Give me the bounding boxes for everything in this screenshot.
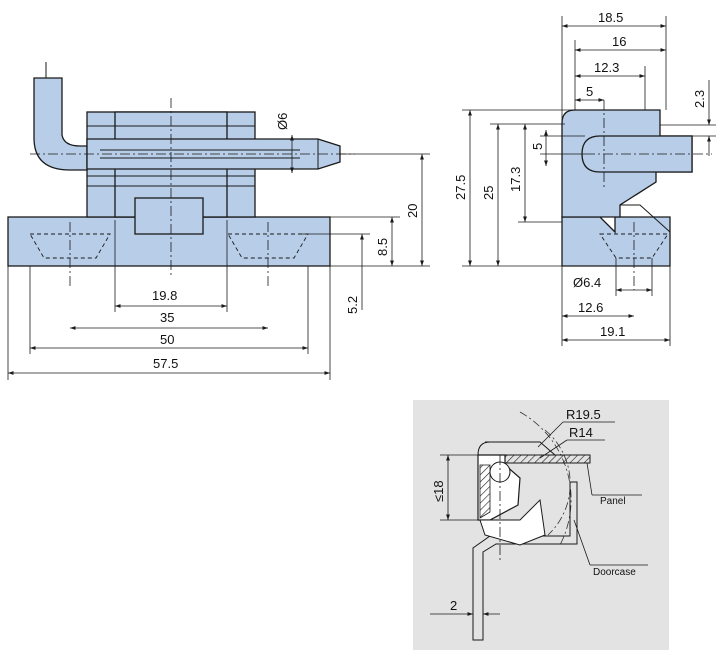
dim-side-width-12-3: 12.3 (594, 60, 619, 75)
dim-side-slot-5: 5 (530, 143, 545, 150)
dim-width-base: 50 (160, 332, 174, 347)
dim-side-width-12-6: 12.6 (578, 300, 603, 315)
dim-offset: 5.2 (345, 296, 360, 314)
dim-side-hole-diameter: Ø6.4 (573, 275, 601, 290)
doorcase-frame (472, 481, 578, 641)
dim-height-total: 20 (405, 204, 420, 218)
dim-gap: 2 (450, 598, 457, 613)
dim-side-height-27-5: 27.5 (453, 175, 468, 200)
hole-left (29, 233, 111, 259)
dim-side-width-16: 16 (612, 34, 626, 49)
dim-max-thickness: ≤18 (431, 480, 446, 502)
center-block (134, 197, 204, 235)
side-pin (581, 135, 693, 173)
dim-radius-outer: R19.5 (566, 407, 601, 422)
dim-diameter-pin: Ø6 (275, 113, 290, 130)
dim-side-width-5: 5 (586, 84, 593, 99)
label-panel: Panel (600, 496, 626, 507)
hole-right (227, 233, 309, 259)
dim-side-width-19-1: 19.1 (600, 324, 625, 339)
dim-height-base: 8.5 (375, 238, 390, 256)
dim-width-holes: 35 (160, 310, 174, 325)
side-base (561, 216, 671, 267)
dim-side-offset-2-3: 2.3 (692, 90, 707, 108)
dim-width-total: 57.5 (153, 356, 178, 371)
front-view: Ø6 20 8.5 5.2 19.8 35 50 57.5 (7, 62, 430, 380)
label-doorcase: Doorcase (593, 567, 636, 578)
dim-side-height-25: 25 (481, 186, 496, 200)
side-view: 18.5 16 12.3 5 2.3 5 27.5 25 17.3 (453, 10, 716, 346)
dim-width-inner: 19.8 (152, 288, 177, 303)
dim-side-height-17-3: 17.3 (508, 167, 523, 192)
dim-side-width-total: 18.5 (598, 10, 623, 25)
dim-radius-inner: R14 (569, 425, 593, 440)
pin-handle (33, 77, 88, 171)
install-view: R19.5 R14 ≤18 Panel Doorcase 2 (413, 400, 669, 650)
